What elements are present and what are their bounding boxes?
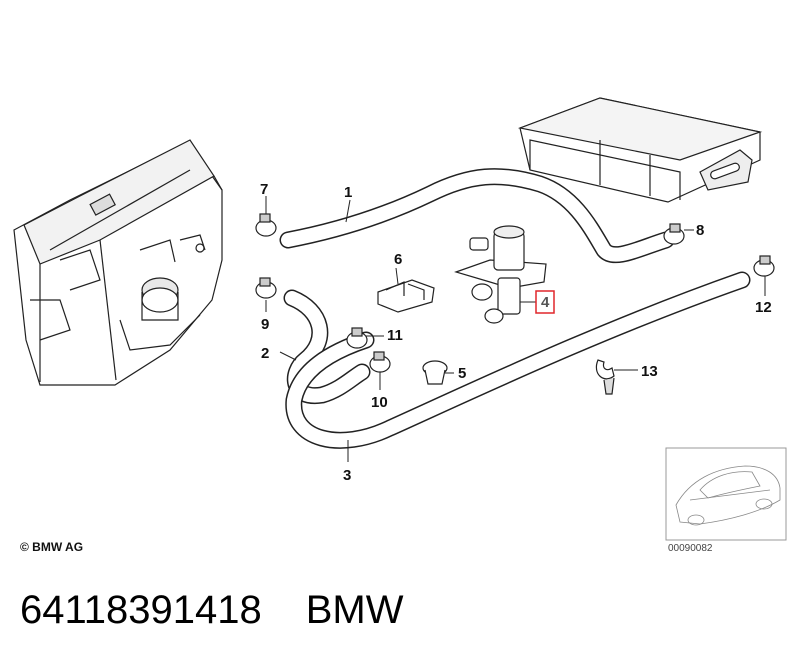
- callouts: 1 2 3 4 5 6 7 8 9 10 11 12 13: [260, 181, 772, 484]
- brand-name: BMW: [305, 588, 404, 632]
- bracket-6: [377, 279, 435, 313]
- callout-12: 12: [755, 299, 772, 316]
- hose-clamp-9: [255, 277, 277, 299]
- leader-lines: [265, 196, 766, 462]
- hose-clamp-10: [369, 351, 391, 373]
- car-thumbnail: [665, 447, 787, 541]
- callout-1: 1: [344, 184, 352, 201]
- drawing-number: 00090082: [668, 543, 713, 554]
- callout-3: 3: [343, 467, 351, 484]
- engine-block: [13, 139, 223, 386]
- callout-8: 8: [696, 222, 704, 239]
- callout-9: 9: [261, 316, 269, 333]
- callout-6: 6: [394, 251, 402, 268]
- grommet-5: [422, 360, 448, 385]
- hose-1: [279, 168, 675, 264]
- hose-clamp-7: [255, 213, 277, 237]
- hose-clamp-12: [753, 255, 775, 277]
- callout-4: 4: [541, 294, 550, 311]
- callout-4-highlight: [535, 290, 555, 314]
- part-number: 64118391418: [20, 588, 262, 632]
- hose-clamp-8: [663, 223, 685, 245]
- hose-clip-13: [595, 359, 615, 395]
- callout-11: 11: [387, 327, 403, 344]
- part-info: 64118391418 BMW: [20, 588, 448, 633]
- callout-7: 7: [260, 181, 268, 198]
- copyright-notice: © BMW AG: [20, 540, 84, 554]
- callout-10: 10: [371, 394, 388, 411]
- hose-3: [285, 271, 751, 449]
- callout-13: 13: [641, 363, 658, 380]
- hose-clamp-11: [346, 327, 368, 349]
- water-valve-4: [454, 225, 547, 324]
- heater-core: [517, 97, 763, 203]
- callout-5: 5: [458, 365, 466, 382]
- callout-2: 2: [261, 345, 269, 362]
